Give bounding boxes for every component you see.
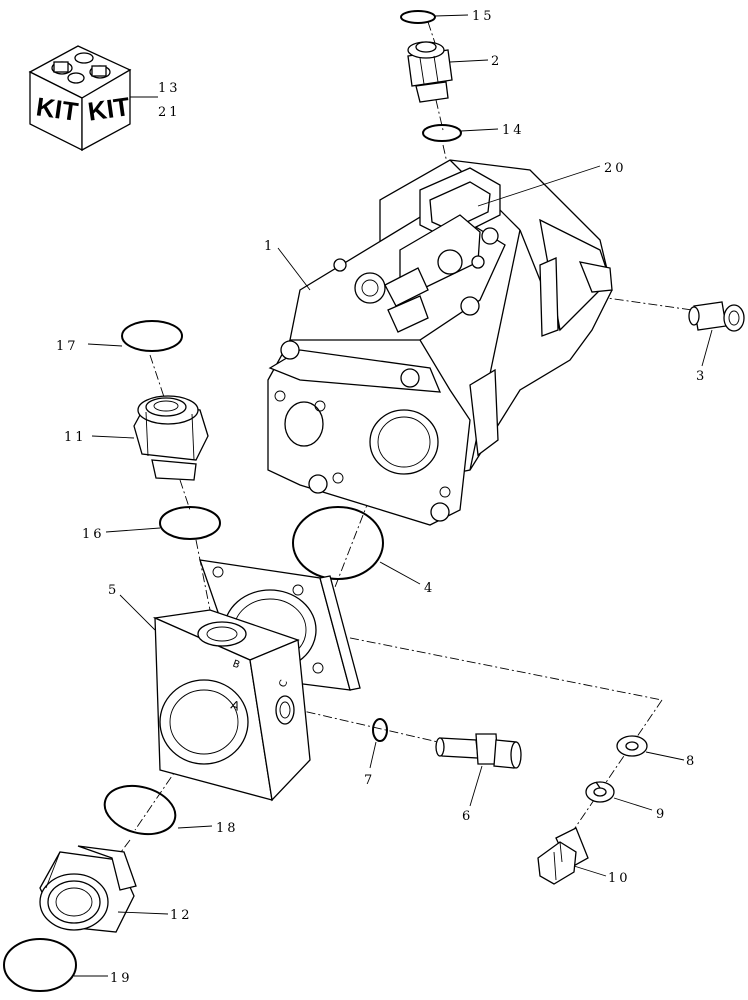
fitting-3	[688, 301, 745, 332]
port-mark-b: B	[231, 658, 241, 671]
callout-5: 5	[108, 583, 119, 598]
fitting-2	[407, 41, 453, 103]
callout-16: 16	[82, 527, 105, 542]
port-mark-c: C	[277, 679, 290, 689]
fitting-11	[133, 395, 209, 481]
callout-10: 10	[608, 871, 631, 886]
o-ring-17	[121, 320, 183, 352]
callout-3: 3	[696, 369, 707, 384]
lock-washer-9	[585, 781, 615, 803]
callout-20: 20	[604, 161, 627, 176]
callout-21: 21	[158, 105, 181, 120]
callout-2: 2	[491, 54, 502, 69]
callout-19: 19	[110, 971, 133, 986]
callout-8: 8	[686, 754, 697, 769]
callout-11: 11	[64, 430, 87, 445]
callout-12: 12	[170, 908, 193, 923]
o-ring-14	[422, 124, 462, 142]
callouts: 15 2 13 21 14 20 1 17 3 11 16 4 5 8 7 9 …	[56, 9, 707, 986]
fitting-12	[39, 845, 137, 933]
o-ring-15	[400, 10, 436, 24]
o-ring-4	[292, 506, 384, 580]
callout-4: 4	[424, 581, 435, 596]
callout-1: 1	[264, 239, 275, 254]
kit-box-icon: KIT KIT	[28, 45, 132, 152]
o-ring-7	[372, 718, 388, 742]
callout-15: 15	[472, 9, 495, 24]
bolt-10	[537, 827, 589, 885]
plug-6	[435, 733, 522, 769]
manifold-block-5: A B C	[152, 609, 311, 802]
callout-7: 7	[364, 773, 375, 788]
callout-13: 13	[158, 81, 181, 96]
kit-label-right: KIT	[86, 91, 132, 127]
washer-8	[616, 735, 648, 757]
callout-17: 17	[56, 339, 79, 354]
pump-body-1	[267, 159, 613, 526]
o-ring-16	[159, 506, 221, 540]
callout-9: 9	[656, 807, 667, 822]
callout-6: 6	[462, 809, 473, 824]
o-ring-19	[3, 938, 77, 992]
kit-label-left: KIT	[34, 91, 80, 127]
callout-18: 18	[216, 821, 239, 836]
o-ring-18	[103, 784, 177, 836]
callout-14: 14	[502, 123, 525, 138]
